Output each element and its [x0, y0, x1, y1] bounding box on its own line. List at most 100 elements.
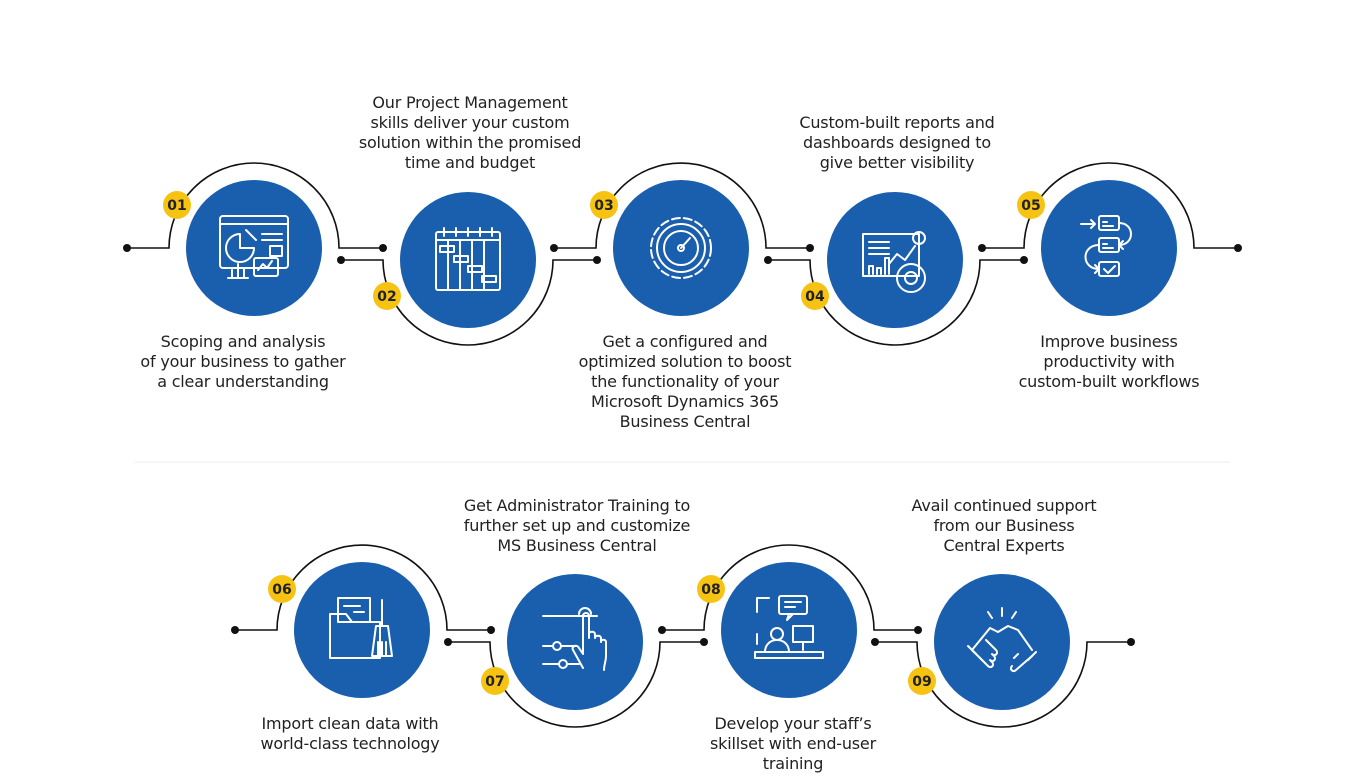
- connector-dot: [978, 244, 986, 252]
- step-number: 07: [485, 674, 504, 690]
- description-line: Custom-built reports and: [799, 113, 995, 132]
- step-number: 06: [272, 582, 291, 598]
- hand-slider-icon: [542, 607, 607, 671]
- step-circle: [827, 192, 963, 328]
- description-line: Improve business: [1040, 332, 1178, 351]
- connector-dot: [764, 256, 772, 264]
- step-number: 01: [167, 198, 186, 214]
- gantt-calendar-icon: [435, 227, 501, 291]
- badge-circle: [481, 667, 509, 695]
- description-line: solution within the promised: [358, 133, 582, 152]
- step-09: 09: [908, 574, 1070, 710]
- badge-circle: [697, 575, 725, 603]
- description-line: optimized solution to boost: [578, 352, 792, 371]
- step-badge: 05: [1017, 191, 1045, 219]
- connector-dot: [550, 244, 558, 252]
- description-line: Get a configured and: [602, 332, 768, 351]
- badge-circle: [801, 282, 829, 310]
- step-badge: 08: [697, 575, 725, 603]
- description-line: world-class technology: [260, 734, 440, 753]
- description-line: Avail continued support: [911, 496, 1097, 515]
- connector-dot: [871, 638, 879, 646]
- description-line: productivity with: [1043, 352, 1175, 371]
- description-line: Get Administrator Training to: [463, 496, 691, 515]
- gear-gauge-icon: [650, 217, 712, 279]
- step-number: 02: [377, 289, 396, 305]
- step-number: 08: [701, 582, 720, 598]
- description-line: MS Business Central: [497, 536, 657, 555]
- badge-circle: [1017, 191, 1045, 219]
- connector-dot: [914, 626, 922, 634]
- step-circle: [721, 562, 857, 698]
- badge-circle: [163, 191, 191, 219]
- badge-circle: [590, 191, 618, 219]
- description-line: dashboards designed to: [803, 133, 991, 152]
- step-circle: [294, 562, 430, 698]
- step-badge: 01: [163, 191, 191, 219]
- analytics-dashboard-icon: [219, 215, 289, 279]
- step-badge: 06: [268, 575, 296, 603]
- step-01: 01: [163, 180, 322, 316]
- handshake-icon: [967, 607, 1037, 673]
- connector-dot: [487, 626, 495, 634]
- description-line: Microsoft Dynamics 365: [590, 392, 780, 411]
- step-badge: 04: [801, 282, 829, 310]
- report-chart-icon: [862, 231, 926, 293]
- steps: 01 02 03 04 05 06 07 08 09: [163, 180, 1177, 710]
- step-06: 06: [268, 562, 430, 698]
- step-circle: [934, 574, 1070, 710]
- connector-dot: [1127, 638, 1135, 646]
- description-line: skills deliver your custom: [370, 113, 570, 132]
- description-line: Central Experts: [943, 536, 1065, 555]
- step-number: 03: [594, 198, 613, 214]
- description-line: from our Business: [933, 516, 1075, 535]
- description-line: training: [762, 754, 824, 773]
- step-05: 05: [1017, 180, 1177, 316]
- description-line: Our Project Management: [372, 93, 568, 112]
- step-08: 08: [697, 562, 857, 698]
- connector-dot: [231, 626, 239, 634]
- step-badge: 02: [373, 282, 401, 310]
- step-circle: [507, 574, 643, 710]
- description-line: a clear understanding: [157, 372, 329, 391]
- step-badge: 07: [481, 667, 509, 695]
- badge-circle: [373, 282, 401, 310]
- folder-broom-icon: [329, 597, 393, 659]
- connector-dot: [806, 244, 814, 252]
- workflow-icon: [1080, 215, 1132, 277]
- connector-dot: [1020, 256, 1028, 264]
- step-02: 02: [373, 192, 536, 328]
- step-badge: 09: [908, 667, 936, 695]
- description-line: further set up and customize: [463, 516, 691, 535]
- connector-dot: [337, 256, 345, 264]
- step-number: 05: [1021, 198, 1040, 214]
- description-line: Scoping and analysis: [160, 332, 326, 351]
- description-line: give better visibility: [819, 153, 975, 172]
- description-line: the functionality of your: [591, 372, 779, 391]
- connector-dot: [700, 638, 708, 646]
- connector-dot: [593, 256, 601, 264]
- description-line: custom-built workflows: [1018, 372, 1200, 391]
- badge-circle: [268, 575, 296, 603]
- connector-dot: [444, 638, 452, 646]
- training-presentation-icon: [754, 595, 824, 659]
- step-04: 04: [801, 192, 963, 328]
- step-badge: 03: [590, 191, 618, 219]
- step-number: 04: [805, 289, 825, 305]
- connector-dot: [658, 626, 666, 634]
- connector-dot: [123, 244, 131, 252]
- description-line: Import clean data with: [261, 714, 439, 733]
- connector-dot: [379, 244, 387, 252]
- step-03: 03: [590, 180, 749, 316]
- description-line: time and budget: [404, 153, 536, 172]
- badge-circle: [908, 667, 936, 695]
